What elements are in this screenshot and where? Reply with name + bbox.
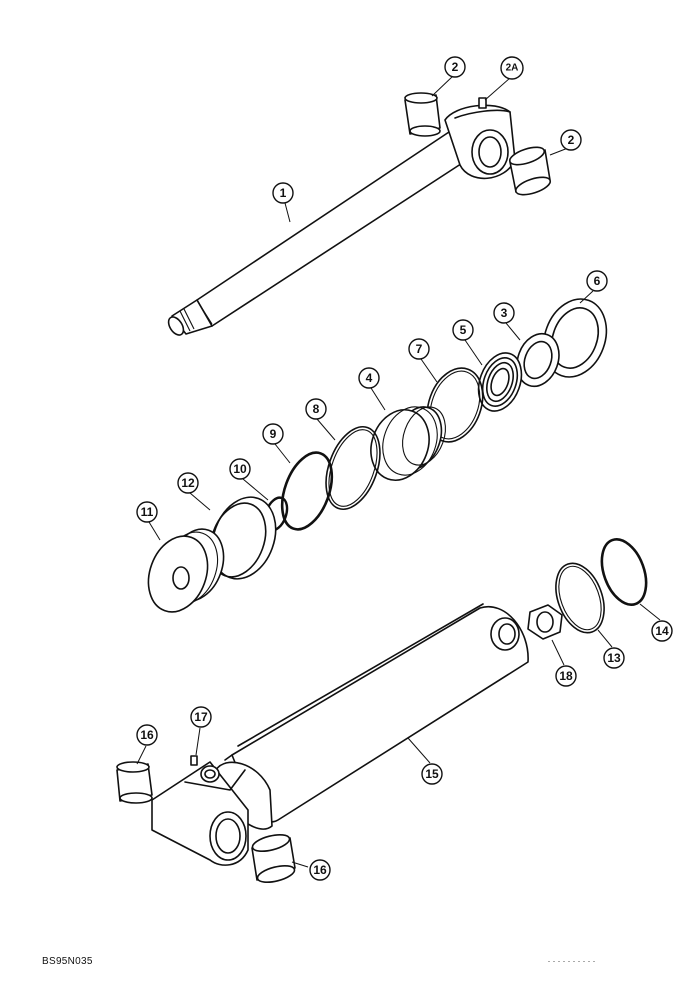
leader-lines	[136, 75, 661, 868]
svg-text:5: 5	[460, 323, 467, 337]
callout-13: 13	[603, 647, 625, 669]
callout-16-right: 16	[309, 859, 331, 881]
svg-text:2A: 2A	[506, 63, 519, 74]
cylinder-barrel	[151, 603, 529, 866]
callout-3: 3	[493, 302, 515, 324]
part-13-ring	[555, 562, 605, 634]
callout-12: 12	[177, 472, 199, 494]
bushing-2-right	[508, 146, 552, 196]
callout-2-right: 2	[560, 129, 582, 151]
svg-text:13: 13	[607, 651, 621, 665]
svg-text:16: 16	[140, 728, 154, 742]
part-7-snap-ring	[426, 367, 484, 443]
bushing-16-right	[251, 833, 296, 884]
part-8-ring	[325, 425, 381, 511]
svg-text:2: 2	[452, 60, 459, 74]
callout-11: 11	[136, 501, 158, 523]
part-5-packing	[477, 352, 523, 412]
svg-text:14: 14	[655, 624, 669, 638]
callout-7: 7	[408, 338, 430, 360]
svg-text:4: 4	[366, 371, 373, 385]
callout-6: 6	[586, 270, 608, 292]
callout-10: 10	[229, 458, 251, 480]
callout-1: 1	[272, 182, 294, 204]
svg-text:15: 15	[425, 767, 439, 781]
bushing-2-left	[404, 92, 441, 137]
callout-4: 4	[358, 367, 380, 389]
callout-18: 18	[555, 665, 577, 687]
svg-text:3: 3	[501, 306, 508, 320]
part-12-wear-ring	[209, 496, 277, 580]
svg-text:1: 1	[280, 186, 287, 200]
callout-14: 14	[651, 620, 673, 642]
svg-text:17: 17	[194, 710, 208, 724]
part-3-seal	[516, 332, 560, 388]
svg-text:10: 10	[233, 462, 247, 476]
svg-text:16: 16	[313, 863, 327, 877]
part-18-nut	[527, 604, 563, 640]
corner-mark	[548, 961, 598, 962]
svg-text:18: 18	[559, 669, 573, 683]
part-14-ring	[600, 538, 648, 606]
piston-rod	[167, 97, 516, 336]
svg-text:12: 12	[181, 476, 195, 490]
callout-17: 17	[190, 706, 212, 728]
callout-15: 15	[421, 763, 443, 785]
callout-2A: 2A	[500, 56, 524, 80]
callout-9: 9	[262, 423, 284, 445]
svg-text:6: 6	[594, 274, 601, 288]
svg-text:11: 11	[141, 505, 154, 519]
svg-text:7: 7	[416, 342, 423, 356]
callout-8: 8	[305, 398, 327, 420]
part-11-piston	[147, 528, 225, 613]
part-9-ring	[280, 451, 334, 531]
callout-16-left: 16	[136, 724, 158, 746]
svg-text:9: 9	[270, 427, 277, 441]
svg-text:8: 8	[313, 402, 320, 416]
bushing-16-left	[116, 761, 153, 804]
drawing-code: BS95N035	[42, 956, 93, 967]
callout-5: 5	[452, 319, 474, 341]
callout-2-left: 2	[444, 56, 466, 78]
part-4-gland	[370, 406, 446, 481]
svg-text:2: 2	[568, 133, 575, 147]
